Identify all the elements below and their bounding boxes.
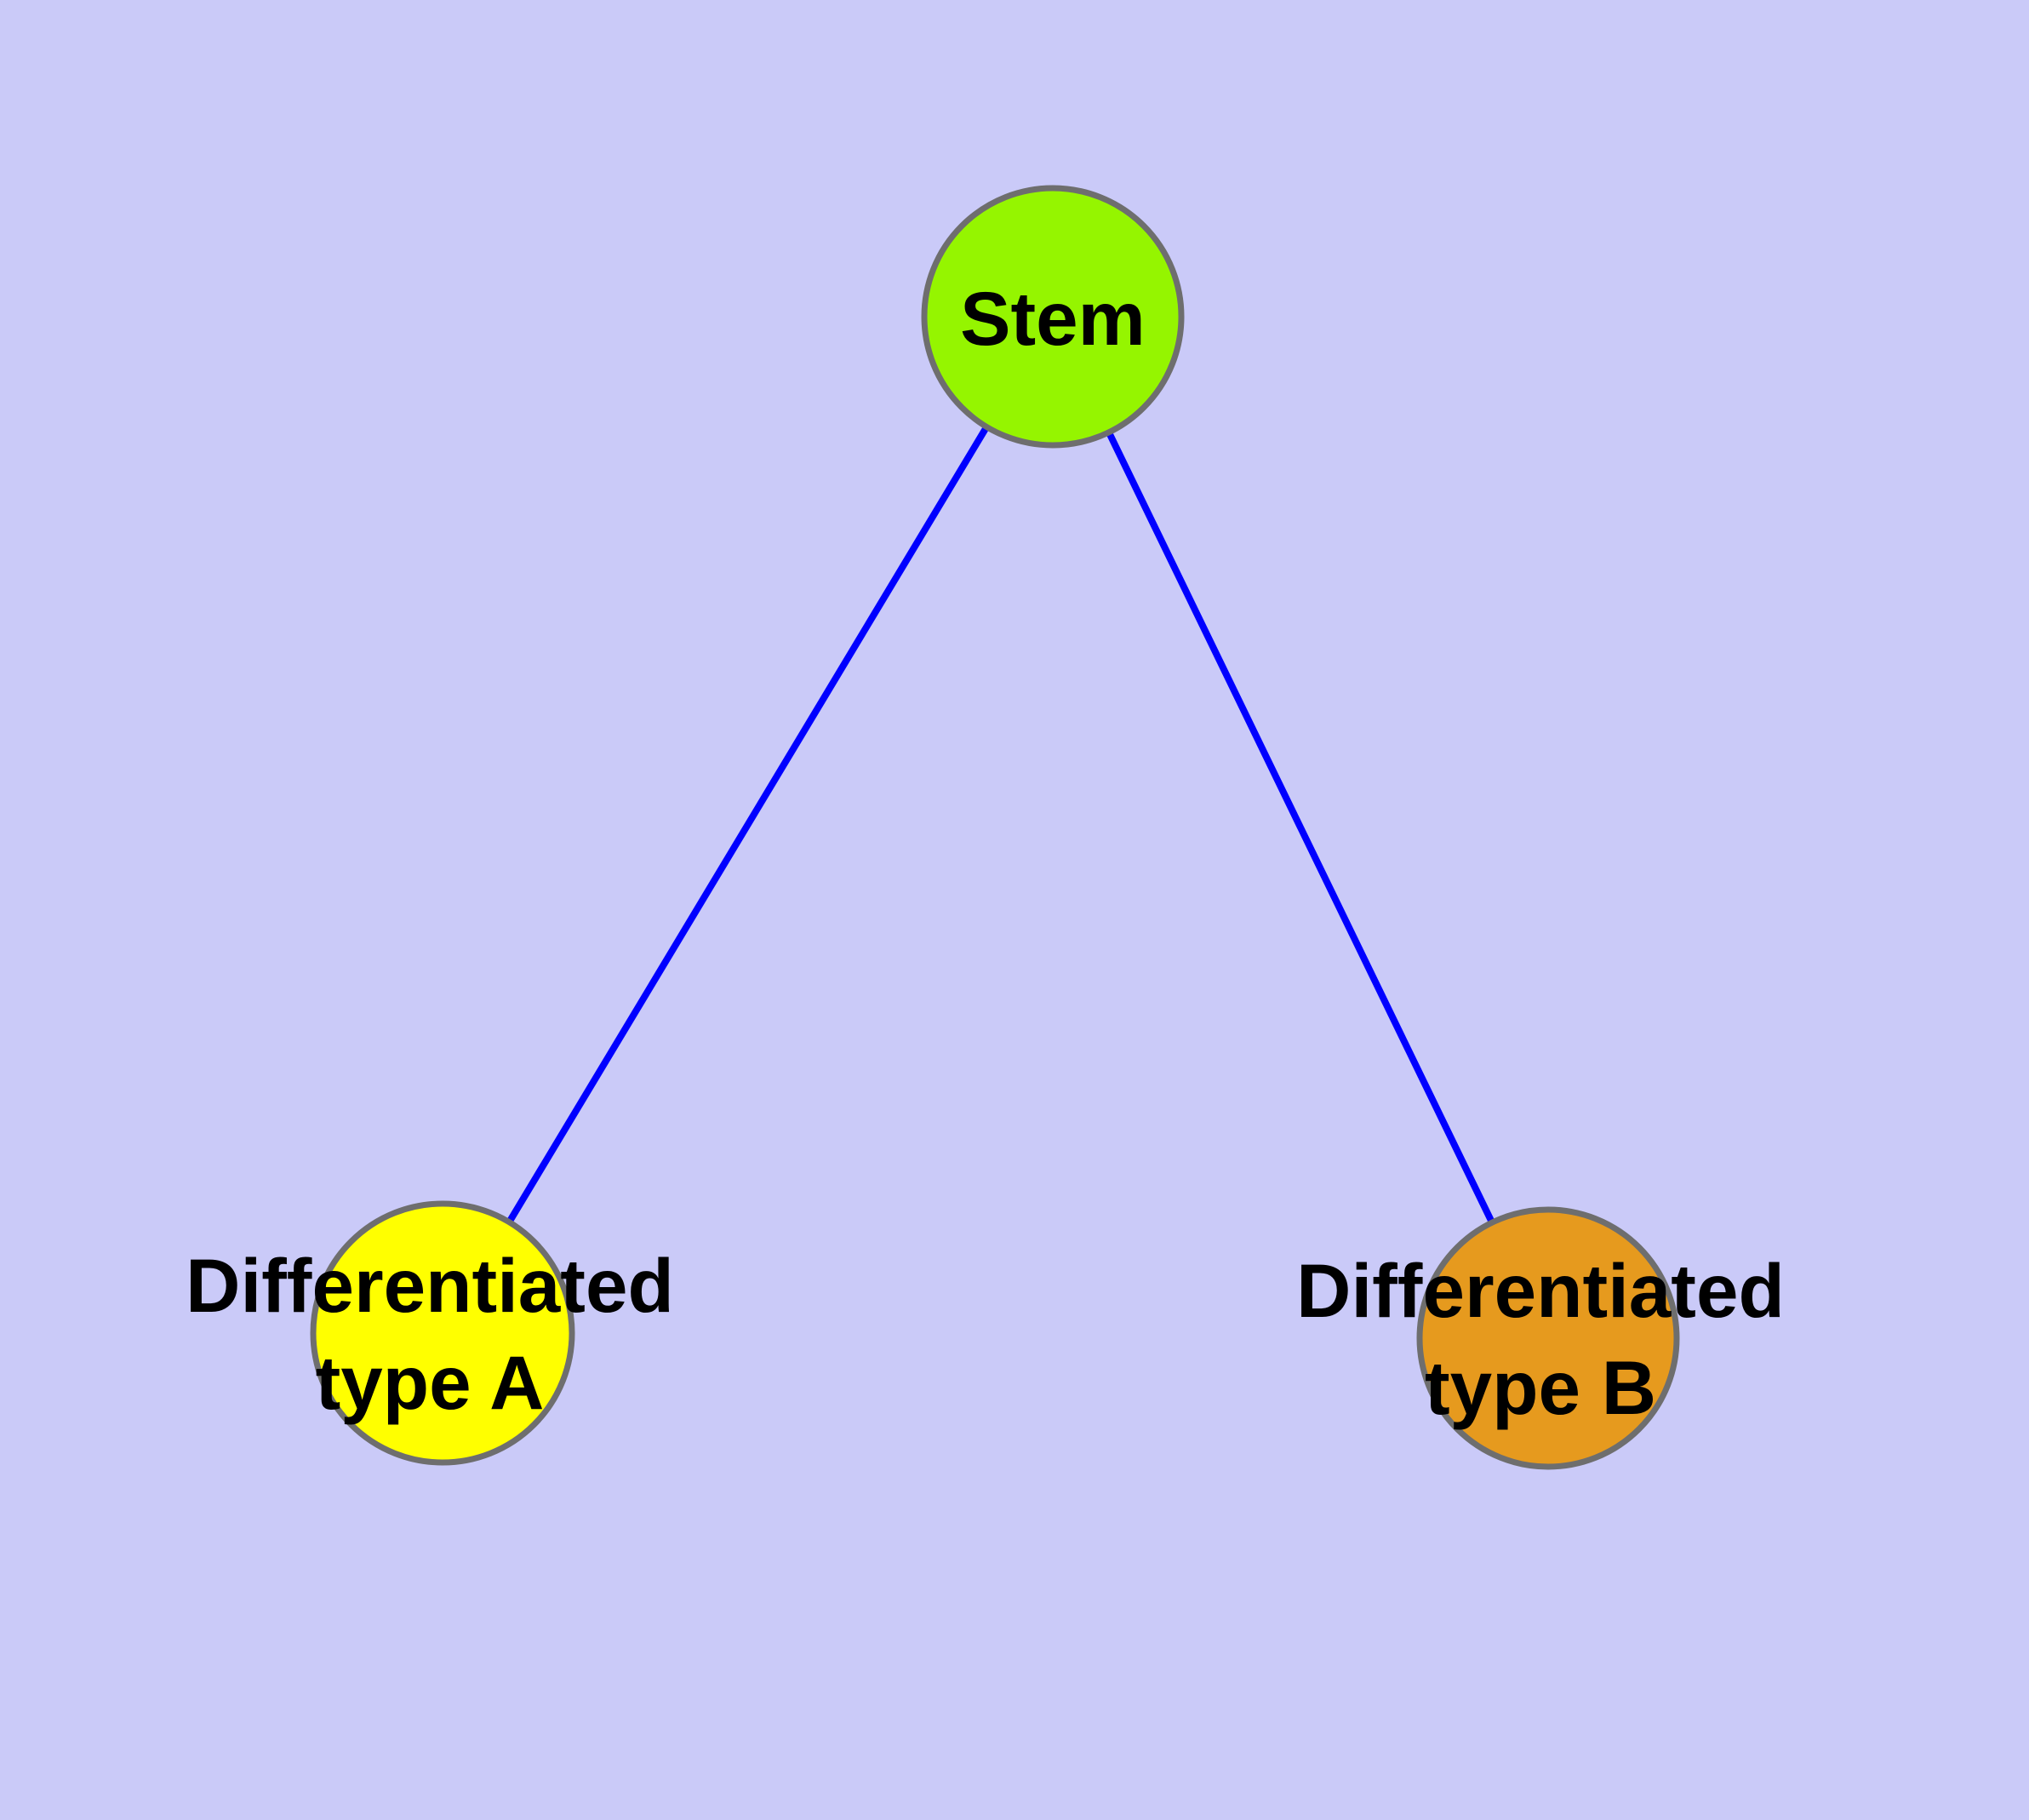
edge-stem-to-type-a xyxy=(439,314,1056,1336)
node-stem-label: Stem xyxy=(960,276,1146,361)
edge-stem-to-type-b xyxy=(1049,315,1552,1340)
node-type-b-label-line1: Differentiated xyxy=(1296,1248,1785,1333)
node-stem[interactable] xyxy=(921,185,1185,449)
label-group: Stem Differentiated type A Differentiate… xyxy=(186,276,1785,1430)
node-group xyxy=(310,185,1680,1470)
node-type-b-label-line2: type B xyxy=(1425,1345,1656,1430)
node-differentiated-type-a[interactable] xyxy=(310,1200,575,1466)
node-type-a-label-line1: Differentiated xyxy=(186,1243,674,1328)
node-differentiated-type-b[interactable] xyxy=(1416,1206,1680,1470)
edge-group xyxy=(439,314,1552,1340)
node-type-a-label-line2: type A xyxy=(316,1340,545,1425)
